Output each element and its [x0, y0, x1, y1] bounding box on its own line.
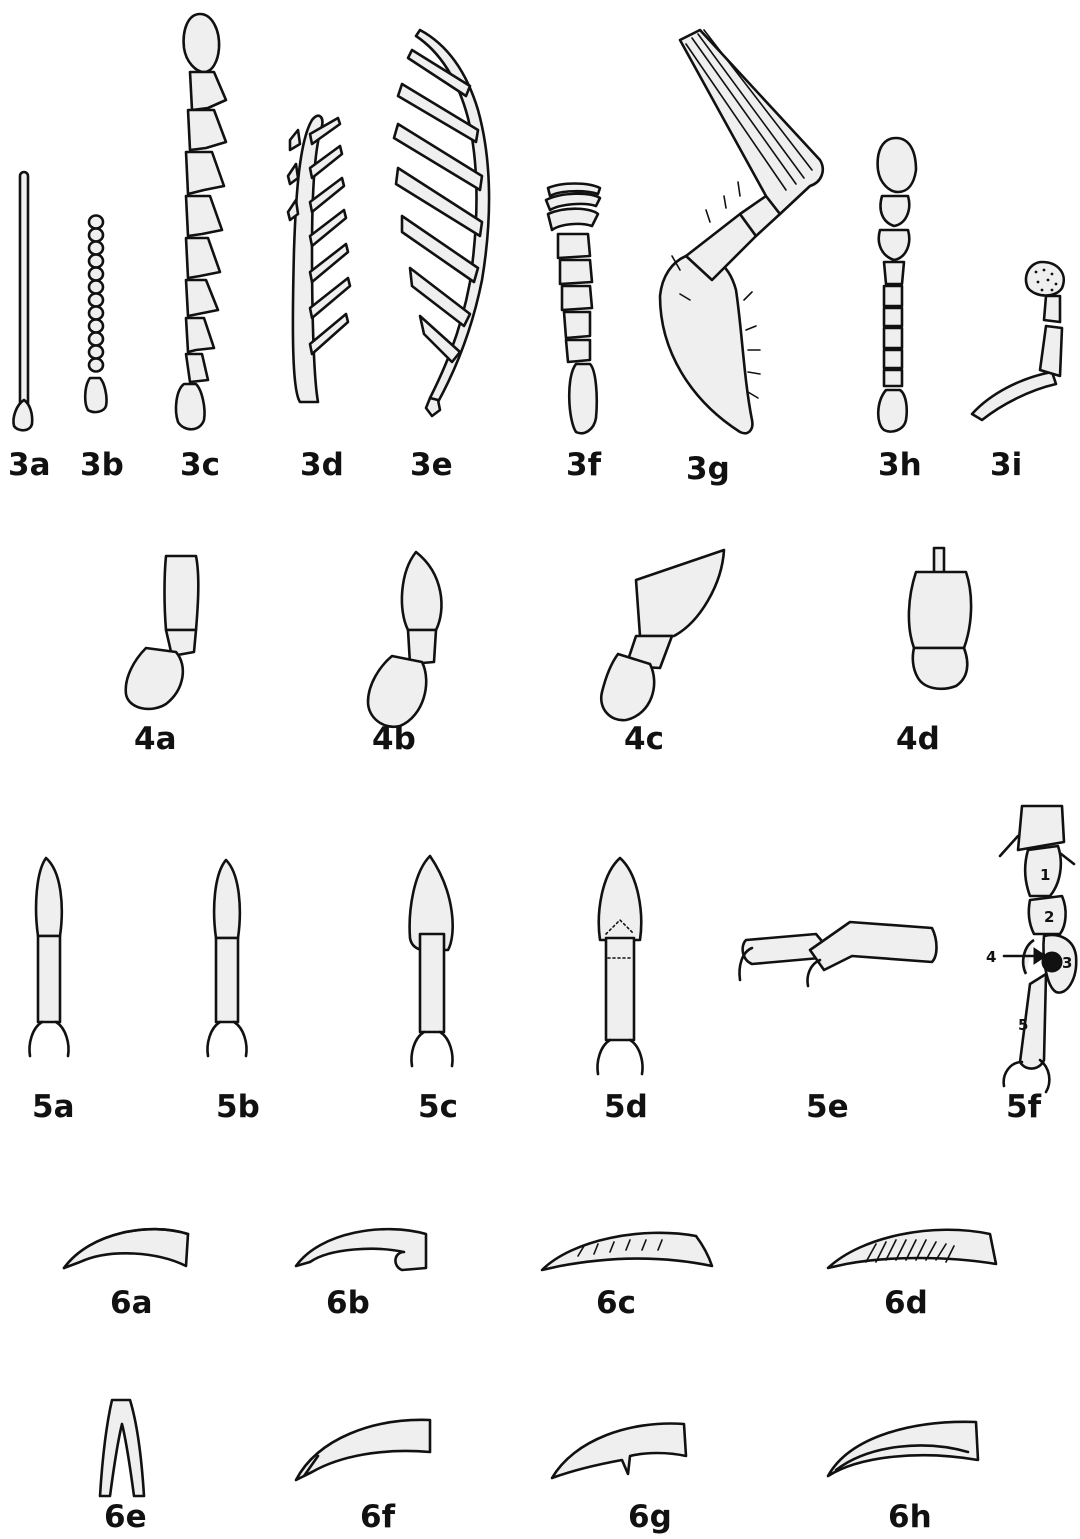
figure-label-6g: 6g [628, 1502, 672, 1533]
tarsus-5f: 1 2 3 4 5 [986, 806, 1076, 1092]
palp-4b [368, 552, 441, 727]
antenna-3f-lamellate [546, 184, 600, 434]
claw-6h-bifid [828, 1422, 978, 1476]
claw-6f-toothed [296, 1420, 430, 1480]
claw-6a-simple [64, 1229, 188, 1268]
palp-4d [909, 548, 971, 689]
antenna-3h-clavate [878, 138, 916, 432]
figure-label-6e: 6e [104, 1502, 147, 1533]
antenna-3b-moniliform [85, 216, 106, 413]
figure-label-6f: 6f [360, 1502, 395, 1533]
antenna-3c-serrate [176, 14, 226, 429]
figure-label-4d: 4d [896, 724, 940, 755]
palp-4c [601, 550, 724, 720]
moniliform-segment [89, 229, 103, 242]
antenna-3g-geniculate [660, 30, 823, 433]
claw-6b-appendiculate [296, 1229, 426, 1270]
moniliform-segment [89, 242, 103, 255]
moniliform-segment [89, 346, 103, 359]
moniliform-segment [89, 294, 103, 307]
figure-label-6c: 6c [596, 1288, 636, 1319]
claw-6e-cleft [100, 1400, 144, 1496]
figure-label-5a: 5a [32, 1092, 75, 1123]
figure-label-4c: 4c [624, 724, 664, 755]
figure-label-3e: 3e [410, 450, 453, 481]
antenna-3i-capitate [972, 262, 1064, 420]
moniliform-segment [89, 333, 103, 346]
moniliform-segment [89, 320, 103, 333]
figure-label-6d: 6d [884, 1288, 928, 1319]
figure-label-6a: 6a [110, 1288, 153, 1319]
figure-label-5b: 5b [216, 1092, 260, 1123]
figure-label-4b: 4b [372, 724, 416, 755]
figure-label-3b: 3b [80, 450, 124, 481]
tarsomere-number-1: 1 [1040, 866, 1050, 884]
figure-label-3c: 3c [180, 450, 220, 481]
tarsus-5d [598, 858, 643, 1074]
figure-label-6b: 6b [326, 1288, 370, 1319]
moniliform-segment [89, 281, 103, 294]
claw-6c-serrate [542, 1233, 712, 1270]
tarsomere-number-2: 2 [1044, 908, 1054, 926]
tarsus-5a [30, 858, 69, 1056]
tarsus-5e [740, 922, 937, 986]
moniliform-segment [89, 359, 103, 372]
tarsus-5c [410, 856, 453, 1066]
figure-label-5d: 5d [604, 1092, 648, 1123]
figure-label-4a: 4a [134, 724, 177, 755]
moniliform-segment [89, 268, 103, 281]
antenna-3d-pectinate [288, 116, 350, 402]
figure-label-3d: 3d [300, 450, 344, 481]
figure-label-3a: 3a [8, 450, 51, 481]
claw-6g-basal-tooth [552, 1423, 686, 1478]
claw-6d-pectinate [828, 1230, 996, 1268]
figure-label-5c: 5c [418, 1092, 458, 1123]
tarsus-5b [208, 860, 247, 1056]
moniliform-scape [85, 378, 106, 412]
figure-label-3i: 3i [990, 450, 1022, 481]
moniliform-segment [89, 307, 103, 320]
figure-label-5e: 5e [806, 1092, 849, 1123]
palp-4a [126, 556, 199, 709]
tarsomere-number-5: 5 [1018, 1016, 1028, 1034]
moniliform-segment [89, 255, 103, 268]
tarsomere-number-4: 4 [986, 948, 996, 966]
figure-label-3f: 3f [566, 450, 601, 481]
antenna-3e-bipectinate [394, 30, 489, 416]
figure-label-3h: 3h [878, 450, 922, 481]
tarsomere-number-3: 3 [1062, 954, 1072, 972]
figure-label-3g: 3g [686, 454, 730, 485]
figure-label-6h: 6h [888, 1502, 932, 1533]
figure-label-5f: 5f [1006, 1092, 1041, 1123]
antenna-3a-filiform [13, 172, 32, 430]
moniliform-segment [89, 216, 103, 229]
